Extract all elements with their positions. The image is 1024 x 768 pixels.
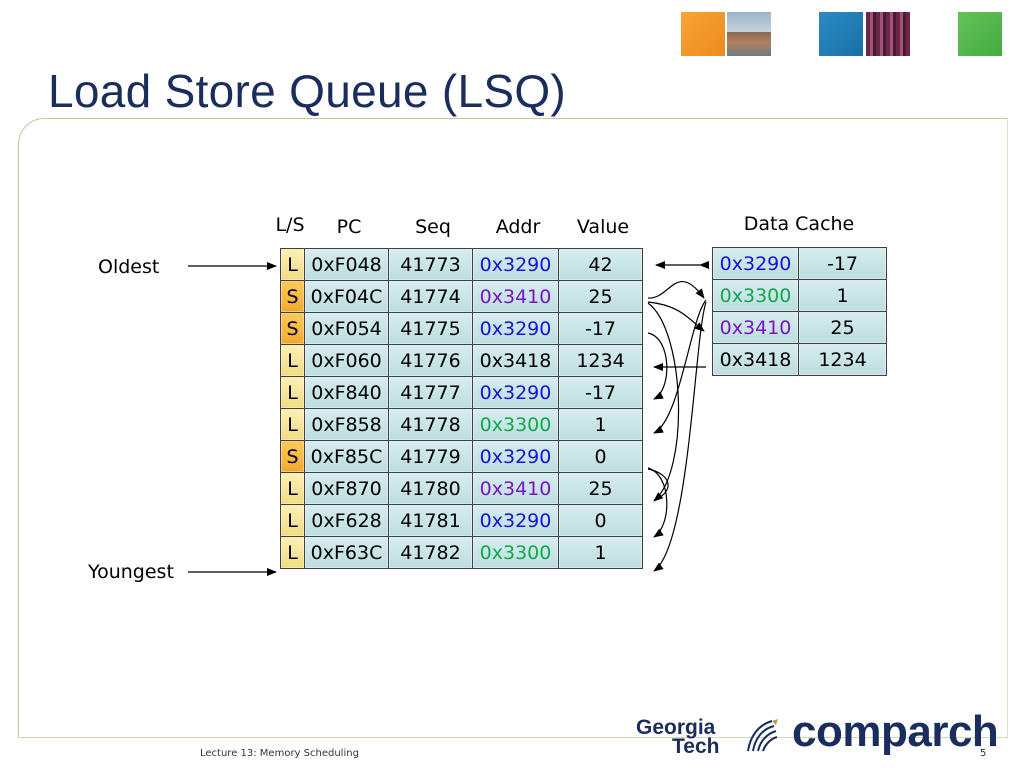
seq-cell: 41777: [388, 376, 473, 409]
addr-cell: 0x3290: [472, 248, 559, 281]
georgia-tech-emblem-icon: [747, 719, 778, 752]
page-number: 5: [980, 748, 987, 759]
addr-cell: 0x3290: [472, 440, 559, 473]
cache-addr-cell: 0x3290: [712, 247, 799, 280]
deco-photo-square-chip: [866, 12, 910, 56]
georgia-tech-logo-georgia: Georgia: [636, 716, 716, 739]
pc-cell: 0xF054: [304, 312, 389, 345]
value-cell: 25: [558, 280, 643, 313]
forward-to-row5-arrow: [647, 332, 668, 400]
cache-addr-cell: 0x3410: [712, 311, 799, 344]
cache-to-row6-arrow: [653, 299, 707, 434]
ls-cell: L: [280, 504, 305, 537]
cache-row: 0x3290-17: [712, 247, 887, 280]
header-seq: Seq: [415, 216, 451, 238]
cache-addr-cell: 0x3418: [712, 343, 799, 376]
oldest-label: Oldest: [98, 256, 160, 278]
pc-cell: 0xF04C: [304, 280, 389, 313]
value-cell: 1: [558, 536, 643, 569]
store-to-cache-arrow: [647, 281, 705, 299]
seq-cell: 41775: [388, 312, 473, 345]
pc-cell: 0xF628: [304, 504, 389, 537]
footer-text: Lecture 13: Memory Scheduling: [200, 748, 359, 759]
ls-cell: L: [280, 536, 305, 569]
cache-value-cell: -17: [798, 247, 887, 280]
deco-orange-square: [681, 12, 725, 56]
comparch-logo: comparch: [792, 707, 999, 756]
seq-cell: 41774: [388, 280, 473, 313]
forward-to-row8-arrow: [647, 302, 680, 502]
ls-cell: L: [280, 248, 305, 281]
cache-to-row10-arrow: [653, 301, 707, 572]
ls-cell: L: [280, 344, 305, 377]
addr-cell: 0x3410: [472, 472, 559, 505]
deco-photo-square-building: [727, 12, 771, 56]
addr-cell: 0x3290: [472, 376, 559, 409]
content-panel: [18, 118, 1008, 738]
ls-cell: S: [280, 440, 305, 473]
value-cell: 25: [558, 472, 643, 505]
addr-cell: 0x3300: [472, 536, 559, 569]
addr-cell: 0x3290: [472, 504, 559, 537]
value-cell: -17: [558, 312, 643, 345]
pc-cell: 0xF858: [304, 408, 389, 441]
data-cache-title: Data Cache: [743, 213, 855, 235]
pc-cell: 0xF870: [304, 472, 389, 505]
store7-back-arrow: [647, 468, 669, 501]
youngest-label: Youngest: [88, 561, 174, 583]
seq-cell: 41780: [388, 472, 473, 505]
store1-to-cache-arrow: [647, 301, 705, 332]
pc-cell: 0xF63C: [304, 536, 389, 569]
cache-value-cell: 1234: [798, 343, 887, 376]
cache-value-cell: 25: [798, 311, 887, 344]
seq-cell: 41776: [388, 344, 473, 377]
addr-cell: 0x3300: [472, 408, 559, 441]
seq-cell: 41773: [388, 248, 473, 281]
deco-blue-square: [819, 12, 863, 56]
value-cell: 42: [558, 248, 643, 281]
value-cell: -17: [558, 376, 643, 409]
header-addr: Addr: [495, 216, 541, 238]
header-value: Value: [576, 216, 630, 238]
pc-cell: 0xF85C: [304, 440, 389, 473]
ls-cell: S: [280, 312, 305, 345]
addr-cell: 0x3410: [472, 280, 559, 313]
addr-cell: 0x3290: [472, 312, 559, 345]
pc-cell: 0xF840: [304, 376, 389, 409]
cache-addr-cell: 0x3300: [712, 279, 799, 312]
ls-cell: S: [280, 280, 305, 313]
seq-cell: 41782: [388, 536, 473, 569]
slide-title: Load Store Queue (LSQ): [48, 65, 567, 117]
value-cell: 0: [558, 440, 643, 473]
deco-green-square: [958, 12, 1002, 56]
store7-to-row9-arrow: [647, 467, 668, 538]
value-cell: 0: [558, 504, 643, 537]
header-ls: L/S: [275, 214, 305, 236]
header-pc: PC: [336, 216, 362, 238]
value-cell: 1: [558, 408, 643, 441]
ls-cell: L: [280, 408, 305, 441]
georgia-tech-logo-tech: Tech: [672, 735, 720, 758]
cache-value-cell: 1: [798, 279, 887, 312]
pc-cell: 0xF048: [304, 248, 389, 281]
seq-cell: 41781: [388, 504, 473, 537]
seq-cell: 41778: [388, 408, 473, 441]
seq-cell: 41779: [388, 440, 473, 473]
